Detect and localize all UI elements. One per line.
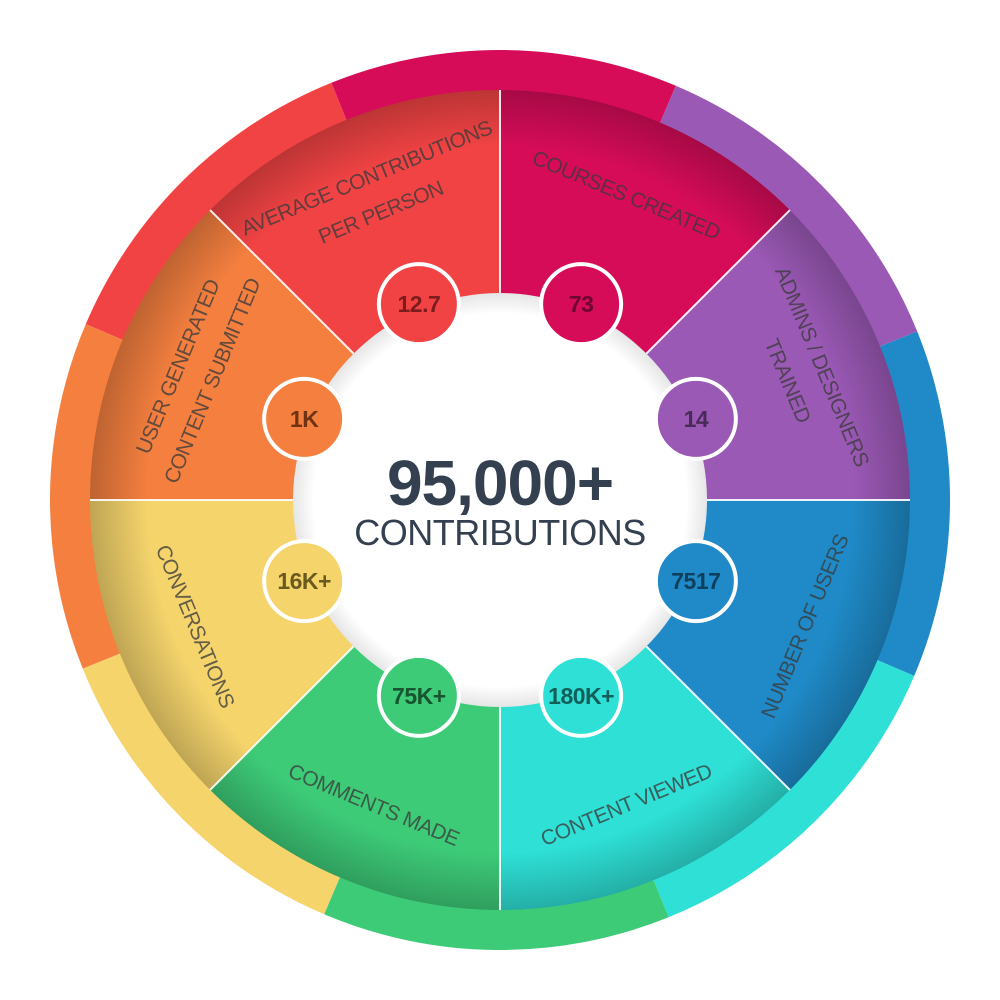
badge-value: 73 <box>569 291 594 317</box>
outer-band-user-generated-content-submitted <box>50 324 125 669</box>
badge-circle <box>376 653 461 738</box>
badge-circle <box>653 539 738 624</box>
badge-value: 1K <box>290 406 319 432</box>
badge-comments-made: 75K+ <box>376 653 461 738</box>
outer-band-number-of-users <box>875 331 950 676</box>
badge-admins-designers-trained: 14 <box>653 376 738 461</box>
outer-band-comments-made <box>324 875 669 950</box>
outer-ring <box>50 50 950 950</box>
segment-dividers <box>90 90 910 910</box>
badge-value: 14 <box>684 406 709 432</box>
divider-line <box>645 645 791 791</box>
badge-value: 180K+ <box>548 683 614 709</box>
value-badges: 12.7 73 14 7517 180K+ 75K+ 16K+ 1K <box>262 262 738 738</box>
center-value: 95,000+ <box>387 447 613 519</box>
badge-circle <box>262 539 347 624</box>
divider-line <box>645 209 791 355</box>
badge-value: 16K+ <box>277 568 331 594</box>
badge-circle <box>539 262 624 347</box>
badge-courses-created: 73 <box>539 262 624 347</box>
center-label: CONTRIBUTIONS <box>354 512 646 553</box>
badge-conversations: 16K+ <box>262 539 347 624</box>
badge-value: 7517 <box>671 568 720 594</box>
outer-band-courses-created <box>331 50 676 125</box>
badge-circle <box>262 376 347 461</box>
badge-value: 12.7 <box>397 291 440 317</box>
badge-content-viewed: 180K+ <box>539 653 624 738</box>
badge-number-of-users: 7517 <box>653 539 738 624</box>
badge-average-contributions: 12.7 <box>376 262 461 347</box>
badge-value: 75K+ <box>392 683 446 709</box>
outer-band-admins-designers-trained <box>659 85 918 348</box>
divider-line <box>209 209 355 355</box>
center-disc-shade <box>293 293 707 707</box>
divider-line <box>209 645 355 791</box>
outer-band-average-contributions <box>85 82 348 341</box>
badge-user-generated-content-submitted: 1K <box>262 376 347 461</box>
badge-circle <box>376 262 461 347</box>
badge-circle <box>539 653 624 738</box>
outer-band-content-viewed <box>652 659 915 918</box>
outer-band-conversations <box>82 652 341 915</box>
badge-circle <box>653 376 738 461</box>
